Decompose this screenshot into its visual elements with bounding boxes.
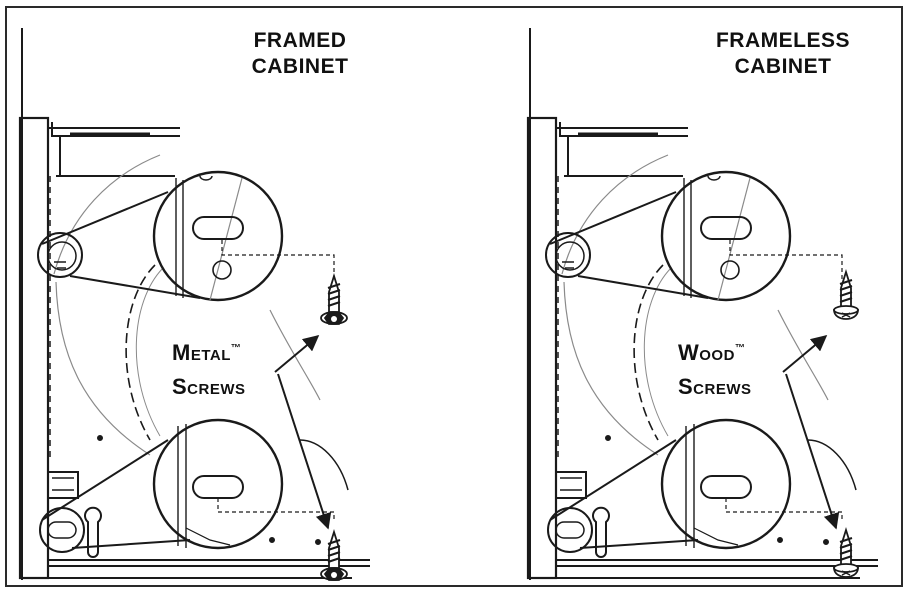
- hex-washer-head-screw-icon: [320, 275, 348, 325]
- pan-head-wood-screw-icon: [833, 529, 859, 578]
- title-line: FRAMED: [253, 29, 347, 52]
- pan-head-wood-screw-icon: [833, 271, 859, 320]
- label-line: Screws: [678, 374, 752, 399]
- frameless-cabinet-panel: [528, 28, 878, 580]
- trademark-mark: ™: [230, 343, 242, 354]
- title-line: CABINET: [734, 55, 832, 78]
- frameless-cabinet-title: FRAMELESS CABINET: [698, 28, 868, 80]
- framed-cabinet-title: FRAMED CABINET: [230, 28, 370, 80]
- title-line: FRAMELESS: [715, 29, 850, 52]
- framed-cabinet-panel: [20, 28, 370, 580]
- label-line: Wood: [678, 340, 735, 365]
- label-line: Screws: [172, 374, 246, 399]
- wood-screws-label: Wood™ Screws: [678, 336, 752, 404]
- label-line: Metal: [172, 340, 231, 365]
- title-line: CABINET: [251, 55, 349, 78]
- trademark-mark: ™: [734, 343, 746, 354]
- hex-washer-head-screw-icon: [320, 531, 348, 581]
- metal-screws-label: Metal™ Screws: [172, 336, 246, 404]
